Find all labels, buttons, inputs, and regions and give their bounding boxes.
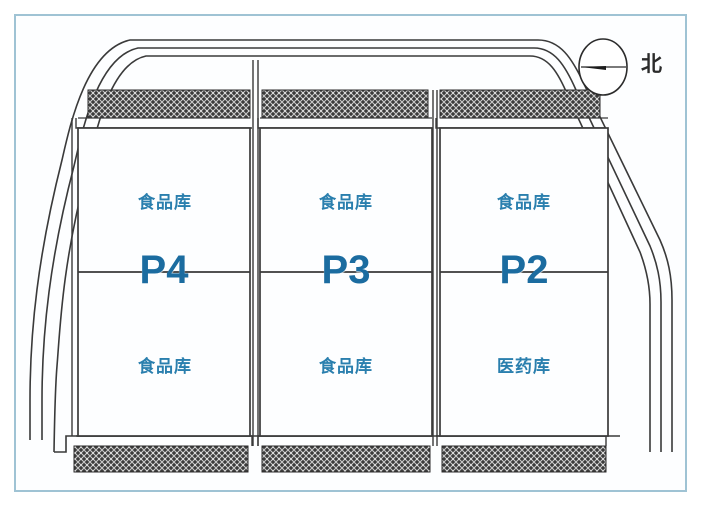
block-p4-lower-label: 食品库 <box>138 357 192 377</box>
block-p2 <box>439 127 609 437</box>
north-label: 北 <box>641 52 662 76</box>
block-p4 <box>77 127 251 437</box>
warehouse-blocks <box>77 127 609 437</box>
block-p4-upper-label: 食品库 <box>138 193 192 213</box>
bottom-dock-bands <box>73 445 607 473</box>
block-p2-upper-label: 食品库 <box>497 193 551 213</box>
block-p4-code: P4 <box>139 248 189 292</box>
block-p3-upper-label: 食品库 <box>319 193 373 213</box>
compass-north-icon <box>578 38 628 96</box>
block-p2-code: P2 <box>499 248 549 292</box>
top-dock-bands <box>87 89 601 119</box>
block-p3-lower-label: 食品库 <box>319 357 373 377</box>
block-p3 <box>259 127 433 437</box>
block-p2-lower-label: 医药库 <box>497 357 551 377</box>
block-p3-code: P3 <box>321 248 371 292</box>
service-corridors <box>252 60 438 446</box>
